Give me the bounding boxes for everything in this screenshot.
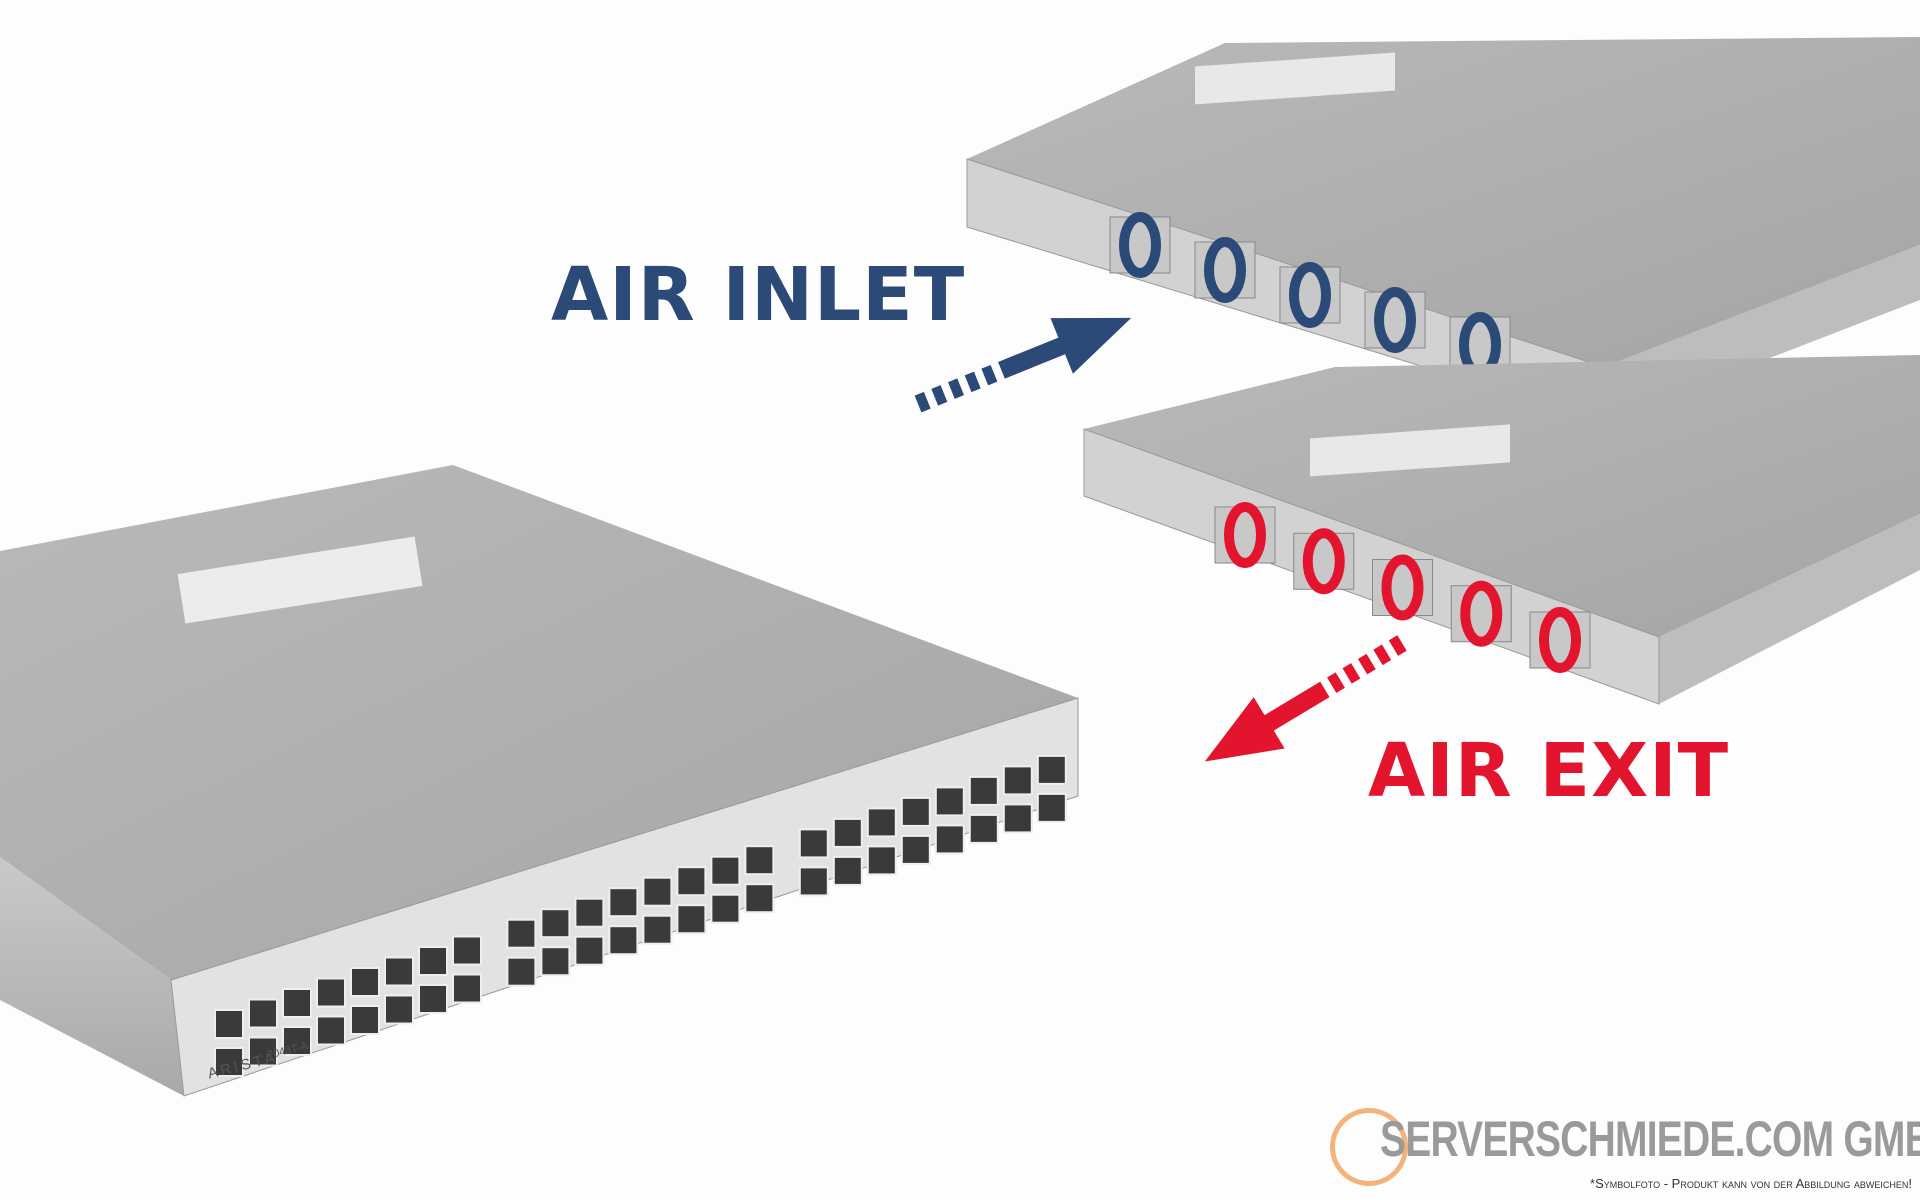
ethernet-port xyxy=(506,918,537,949)
ethernet-port xyxy=(1002,803,1033,834)
rear-switch-red xyxy=(1083,355,1920,705)
ethernet-port xyxy=(282,988,312,1018)
ethernet-port xyxy=(574,897,605,928)
fan-handle xyxy=(1381,554,1424,621)
ethernet-port xyxy=(282,1026,312,1056)
ethernet-port xyxy=(1036,754,1067,785)
ethernet-port xyxy=(316,1015,346,1046)
ethernet-port xyxy=(832,855,863,886)
ethernet-port xyxy=(866,807,897,838)
ethernet-port xyxy=(900,796,931,827)
air-inlet-arrow xyxy=(914,317,1132,413)
ethernet-port xyxy=(452,935,482,966)
ethernet-port xyxy=(350,967,380,997)
ethernet-port xyxy=(934,786,965,817)
ethernet-port xyxy=(384,956,414,987)
ethernet-port xyxy=(608,925,639,956)
air-exit-arrow xyxy=(1204,635,1407,762)
ethernet-port xyxy=(248,998,278,1029)
ethernet-port xyxy=(452,973,482,1004)
front-switch xyxy=(0,465,1079,1097)
ethernet-port xyxy=(900,834,931,865)
ethernet-port xyxy=(934,824,965,855)
ethernet-port xyxy=(866,845,897,876)
anvil-logo-icon xyxy=(1330,1108,1408,1186)
ethernet-port xyxy=(1002,765,1033,796)
disclaimer-text: *Symbolfoto - Produkt kann von der Abbil… xyxy=(1590,1176,1912,1191)
ethernet-port xyxy=(710,855,741,886)
ethernet-port xyxy=(540,946,571,977)
ethernet-port xyxy=(608,887,639,918)
fan-handle xyxy=(1224,502,1266,568)
ethernet-port xyxy=(214,1047,244,1077)
ethernet-port xyxy=(350,1005,380,1035)
ethernet-port xyxy=(506,956,537,987)
ethernet-port xyxy=(798,828,829,859)
fan-handle xyxy=(1302,528,1345,595)
ethernet-port xyxy=(418,946,448,976)
ethernet-port xyxy=(248,1036,278,1067)
fan-handle xyxy=(1289,262,1331,328)
company-name: SERVERSCHMIEDE.COM GMBH xyxy=(1380,1111,1920,1167)
watermark-logo: SERVERSCHMIEDE.COM GMBH *Symbolfoto - Pr… xyxy=(1330,1108,1920,1198)
ethernet-port xyxy=(214,1009,244,1039)
ethernet-port xyxy=(710,893,741,924)
ethernet-port xyxy=(676,904,707,935)
ethernet-port xyxy=(642,914,673,945)
ethernet-port xyxy=(574,935,605,966)
ethernet-port xyxy=(384,994,414,1025)
ethernet-port xyxy=(676,866,707,897)
ethernet-port xyxy=(1036,792,1067,823)
ethernet-port xyxy=(316,977,346,1008)
ethernet-port xyxy=(642,876,673,907)
fan-handle xyxy=(1119,212,1161,278)
ethernet-port xyxy=(968,775,999,806)
fan-handle xyxy=(1374,287,1416,353)
fan-handle xyxy=(1204,237,1246,303)
air-exit-label: AIR EXIT xyxy=(1368,728,1730,814)
ethernet-port xyxy=(418,984,448,1014)
fan-handle xyxy=(1460,580,1503,647)
ethernet-port xyxy=(744,883,775,914)
air-inlet-label: AIR INLET xyxy=(551,252,966,338)
ethernet-port xyxy=(540,908,571,939)
fan-handle xyxy=(1539,607,1581,673)
ethernet-port xyxy=(968,813,999,844)
ethernet-port xyxy=(798,866,829,897)
ethernet-port xyxy=(744,845,775,876)
ethernet-port xyxy=(832,817,863,848)
